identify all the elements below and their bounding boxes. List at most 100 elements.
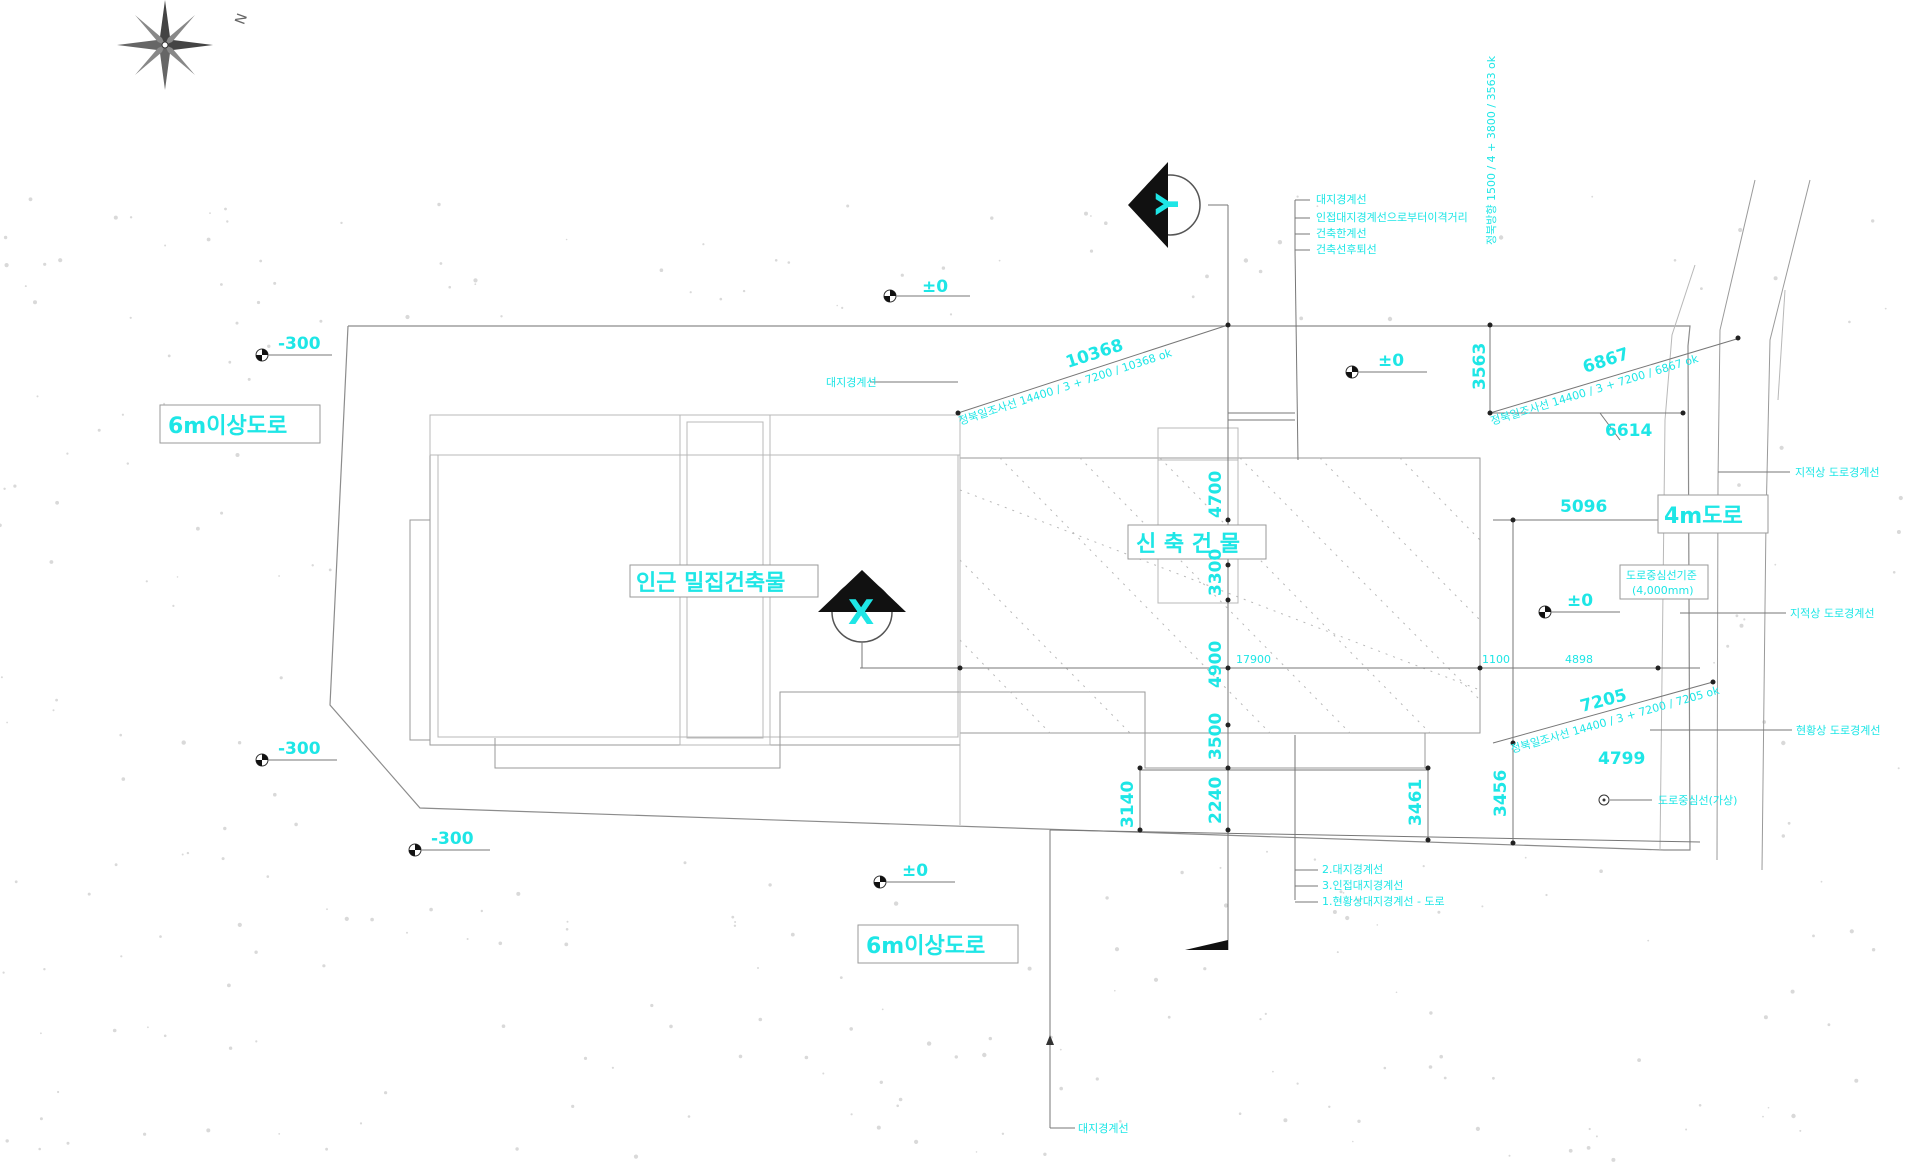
ground-speck (247, 377, 251, 381)
ground-speck (1698, 1104, 1702, 1107)
ground-speck (370, 917, 374, 922)
ground-speck (33, 300, 37, 305)
svg-text:4900: 4900 (1206, 641, 1226, 688)
ground-speck (1272, 1070, 1274, 1073)
dimension-labels: 10368 6867 7205 6614 5096 4799 3563 4700… (1063, 335, 1652, 828)
ground-speck (1357, 1119, 1361, 1124)
ground-speck (850, 1113, 853, 1116)
annotation-notes: 정북방향 1500 / 4 + 3800 / 3563 ok 정북일조사선 14… (826, 55, 1880, 1135)
svg-text:(4,000mm): (4,000mm) (1632, 584, 1694, 597)
svg-text:±0: ±0 (902, 861, 928, 881)
ground-speck (836, 304, 838, 307)
ground-speck (1779, 445, 1784, 450)
ground-speck (500, 315, 503, 318)
svg-text:3140: 3140 (1118, 781, 1138, 828)
svg-text:6m이상도로: 6m이상도로 (866, 934, 985, 959)
ground-speck (1700, 287, 1703, 290)
ground-speck (448, 285, 452, 289)
ground-speck (975, 1151, 978, 1153)
ground-speck (256, 300, 261, 305)
ground-speck (611, 1066, 615, 1069)
ground-speck (235, 321, 239, 325)
ground-speck (849, 1027, 853, 1031)
ground-speck (1153, 977, 1159, 982)
ground-speck (1387, 316, 1393, 322)
ground-speck (998, 259, 1001, 262)
ground-speck (121, 413, 124, 416)
ground-speck (822, 1072, 825, 1075)
neighbor-building-label: 인근 밀집건축물 (629, 564, 819, 598)
road-label-4m: 4m도로 (1657, 494, 1769, 534)
svg-text:2.대지경계선: 2.대지경계선 (1322, 863, 1383, 876)
ground-speck (1223, 903, 1229, 908)
ground-speck (322, 964, 326, 968)
ground-speck (163, 402, 166, 405)
ground-speck (1871, 219, 1875, 223)
ground-speck (196, 526, 200, 531)
ground-speck (126, 462, 129, 465)
ground-speck (255, 1040, 258, 1043)
ground-speck (437, 202, 441, 207)
svg-text:1.현황상대지경계선 - 도로: 1.현황상대지경계선 - 도로 (1322, 895, 1445, 908)
ground-speck (758, 1017, 763, 1022)
svg-text:2240: 2240 (1206, 777, 1226, 824)
ground-speck (6, 721, 8, 724)
ground-speck (1277, 240, 1283, 245)
road-center-note: 도로중심선기준 (4,000mm) (1619, 564, 1709, 600)
svg-text:6m이상도로: 6m이상도로 (168, 414, 287, 439)
ground-speck (1376, 924, 1379, 926)
svg-text:±0: ±0 (922, 277, 948, 297)
ground-speck (1637, 1058, 1641, 1062)
ground-speck (473, 278, 478, 283)
svg-text:X: X (848, 593, 874, 633)
svg-text:인접대지경계선으로부터이격거리: 인접대지경계선으로부터이격거리 (1316, 211, 1468, 224)
ground-speck (1896, 530, 1901, 534)
ground-speck (1884, 307, 1887, 310)
ground-speck (1854, 1078, 1859, 1083)
ground-speck (926, 1041, 932, 1046)
ground-speck (405, 314, 410, 320)
compass-icon (117, 0, 213, 90)
ground-speck (898, 1097, 903, 1102)
ground-speck (659, 268, 664, 273)
ground-speck (804, 1055, 809, 1060)
ground-speck (1027, 966, 1032, 971)
ground-speck (113, 215, 118, 220)
ground-speck (881, 1008, 884, 1011)
ground-speck (650, 1003, 654, 1008)
ground-speck (279, 676, 283, 680)
ground-speck (36, 395, 39, 398)
ground-speck (787, 261, 791, 264)
ground-speck (879, 1080, 883, 1085)
ground-speck (1203, 967, 1207, 971)
ground-speck (226, 220, 229, 223)
ground-speck (1591, 195, 1594, 198)
ground-speck (1084, 211, 1088, 216)
ground-speck (3, 235, 8, 240)
ground-speck (1345, 915, 1350, 921)
ground-speck (429, 907, 433, 912)
ground-speck (1243, 258, 1249, 263)
ground-speck (340, 221, 343, 225)
svg-text:정북방향 1500 / 4 + 3800 / 3563 ok: 정북방향 1500 / 4 + 3800 / 3563 ok (1485, 55, 1498, 245)
ground-speck (325, 1147, 328, 1151)
ground-speck (14, 880, 18, 884)
ground-speck (1820, 880, 1823, 883)
ground-speck (1296, 195, 1299, 198)
ground-speck (1588, 1127, 1591, 1131)
ground-speck (1296, 1082, 1299, 1085)
ground-speck (1685, 1128, 1688, 1131)
ground-speck (112, 1028, 117, 1033)
ground-speck (1508, 1154, 1511, 1157)
ground-speck (278, 575, 280, 577)
svg-text:3300: 3300 (1206, 549, 1226, 596)
ground-speck (839, 976, 843, 979)
ground-speck (1773, 276, 1778, 281)
ground-speck (719, 297, 723, 301)
ground-speck (143, 1132, 147, 1136)
ground-speck (738, 1054, 743, 1059)
ground-speck (1352, 1140, 1354, 1143)
ground-speck (1897, 767, 1900, 770)
ground-speck (566, 920, 569, 923)
ground-speck (1799, 1129, 1802, 1132)
